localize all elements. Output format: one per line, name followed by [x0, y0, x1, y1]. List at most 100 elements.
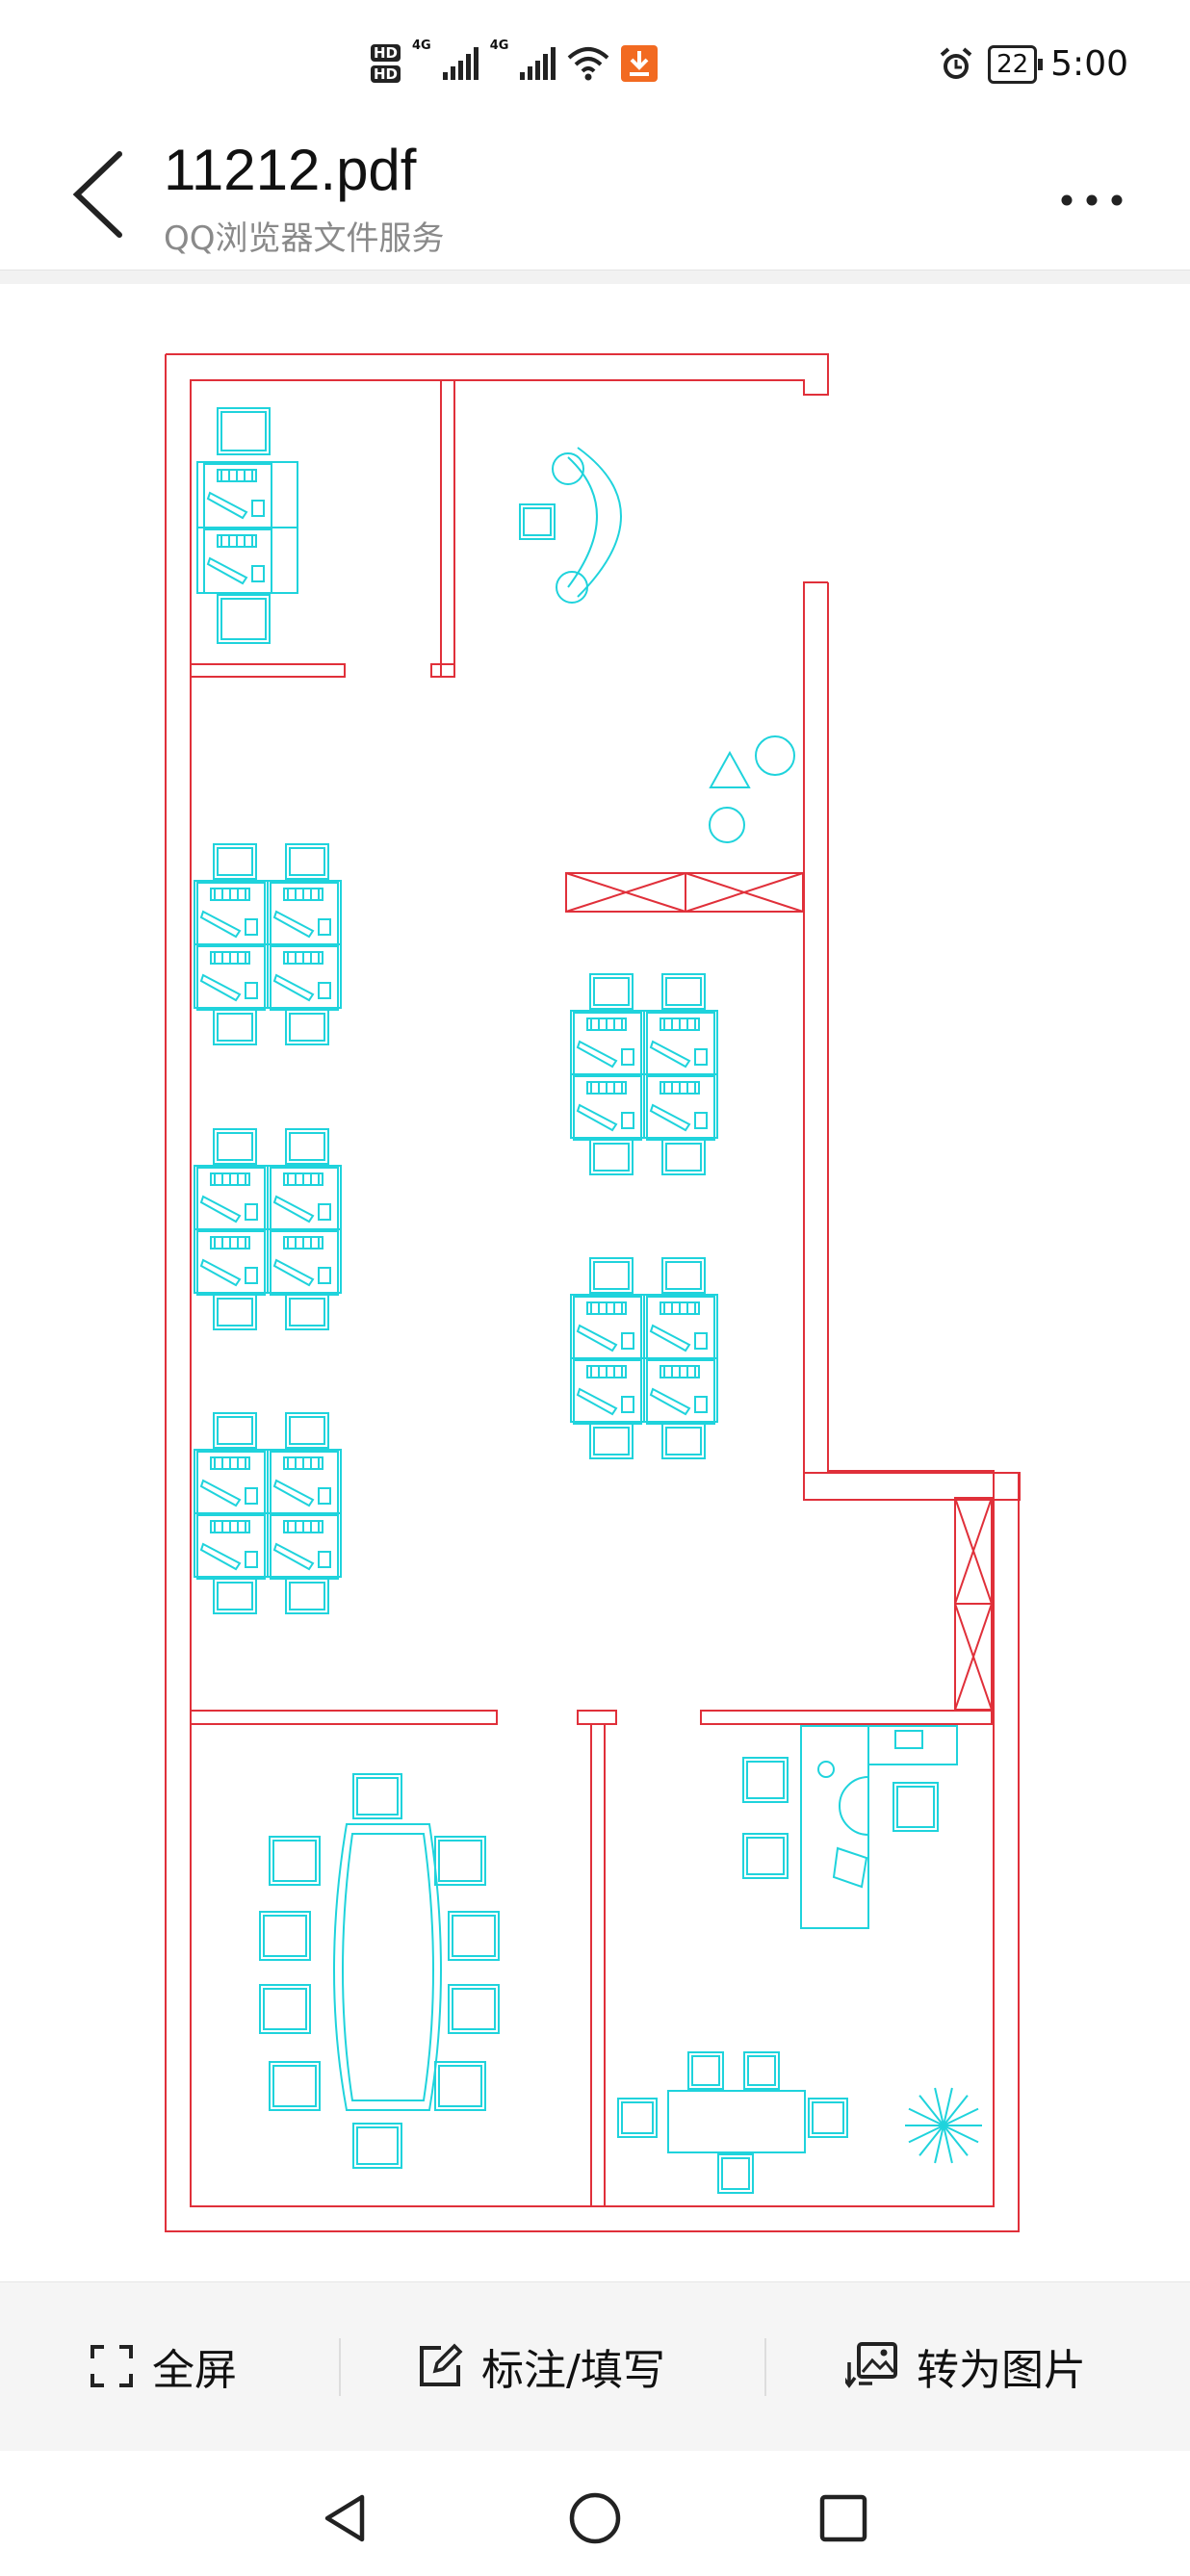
chair-seat	[448, 1984, 500, 2034]
signal-icon	[520, 47, 556, 80]
home-circle-icon[interactable]	[566, 2489, 624, 2547]
chair-seat	[259, 1911, 311, 1961]
chair-cushion	[665, 1427, 702, 1455]
workstation	[573, 1012, 642, 1077]
recents-square-icon[interactable]	[815, 2489, 872, 2547]
plant-leaf	[908, 2107, 944, 2126]
chair-seat	[213, 843, 257, 880]
phone	[894, 1730, 923, 1749]
chair-cushion	[665, 1143, 702, 1172]
plant-leaf	[934, 2087, 944, 2126]
window-line	[954, 1603, 993, 1711]
plant-leaf	[943, 2125, 953, 2164]
chair-seat	[352, 2123, 402, 2169]
chair-cushion	[665, 1261, 702, 1290]
chair-cushion	[217, 1298, 253, 1327]
chair-cushion	[217, 1416, 253, 1445]
chair	[448, 1911, 500, 1961]
chair-seat	[213, 1412, 257, 1449]
chair-cushion	[356, 1777, 399, 1816]
annotate-label: 标注/填写	[481, 2346, 665, 2395]
wall	[190, 1710, 498, 1725]
chair-seat	[269, 1836, 321, 1886]
chair-seat	[285, 1412, 329, 1449]
system-nav-bar	[0, 2451, 1190, 2576]
phone	[245, 1487, 258, 1505]
chair-seat	[217, 407, 271, 455]
chair	[589, 973, 634, 1010]
chair-seat	[661, 1257, 706, 1294]
signal-icon	[442, 47, 479, 80]
conference-table-inner	[342, 1833, 434, 2101]
chair	[617, 2098, 658, 2138]
window-line	[565, 872, 686, 913]
annotate-button[interactable]: 标注/填写	[416, 2332, 665, 2400]
chair-seat	[589, 973, 634, 1010]
chair-seat	[285, 1578, 329, 1614]
phone	[694, 1112, 708, 1129]
chevron-left-icon[interactable]	[64, 146, 131, 243]
back-triangle-icon[interactable]	[318, 2489, 375, 2547]
chair	[352, 2123, 402, 2169]
app-bar: 11212.pdf QQ浏览器文件服务	[0, 125, 1190, 270]
chair	[213, 1578, 257, 1614]
chair-cushion	[523, 507, 552, 536]
battery-icon: 22	[988, 44, 1044, 84]
monitor	[272, 1479, 315, 1507]
monitor	[272, 1258, 315, 1287]
workstation	[196, 1230, 266, 1296]
monitor	[199, 1258, 242, 1287]
workstation	[270, 882, 339, 947]
phone	[621, 1396, 634, 1413]
chair-seat	[617, 2098, 658, 2138]
chair	[519, 503, 556, 540]
workstation	[270, 1451, 339, 1516]
chair-seat	[742, 1833, 789, 1879]
phone	[245, 1551, 258, 1568]
chair	[687, 2051, 724, 2090]
chair-seat	[213, 1294, 257, 1330]
reception-desk	[567, 456, 598, 588]
chair-cushion	[452, 1988, 496, 2030]
chair	[589, 1423, 634, 1459]
workstation	[203, 528, 272, 594]
chair-cushion	[452, 1915, 496, 1957]
chair-cushion	[896, 1786, 935, 1828]
more-dots-icon[interactable]	[1053, 171, 1130, 229]
plant-leaf	[908, 2125, 944, 2144]
monitor	[206, 491, 248, 520]
workstation	[203, 463, 272, 528]
chair-seat	[259, 1984, 311, 2034]
chair-seat	[217, 594, 271, 644]
convert-to-image-button[interactable]: 转为图片	[845, 2332, 1086, 2400]
wall	[190, 663, 346, 678]
plant-leaf	[918, 2125, 944, 2156]
chair	[217, 594, 271, 644]
chair	[259, 1984, 311, 2034]
wall	[803, 1472, 1021, 1501]
chair-cushion	[812, 2101, 844, 2134]
chair	[434, 2061, 486, 2111]
monitor	[272, 1195, 315, 1224]
chair-seat	[742, 1757, 789, 1803]
chair-seat	[285, 1294, 329, 1330]
convert-label: 转为图片	[917, 2346, 1086, 2395]
pdf-page[interactable]	[0, 284, 1190, 2281]
chair	[213, 1009, 257, 1045]
hd-badge-1: HD	[371, 44, 401, 62]
workstation	[270, 945, 339, 1011]
wall	[700, 1710, 993, 1725]
phone	[318, 982, 331, 999]
monitor	[576, 1387, 618, 1416]
plant-leaf	[943, 2087, 953, 2126]
desk-curve	[839, 1776, 869, 1836]
toolbar-separator	[339, 2338, 341, 2396]
image-convert-icon	[845, 2342, 897, 2388]
fullscreen-button[interactable]: 全屏	[89, 2332, 237, 2400]
monitor	[576, 1040, 618, 1069]
chair-seat	[285, 843, 329, 880]
chair-seat	[589, 1423, 634, 1459]
chair-cushion	[593, 1143, 630, 1172]
monitor	[649, 1103, 691, 1132]
header-divider	[0, 270, 1190, 284]
